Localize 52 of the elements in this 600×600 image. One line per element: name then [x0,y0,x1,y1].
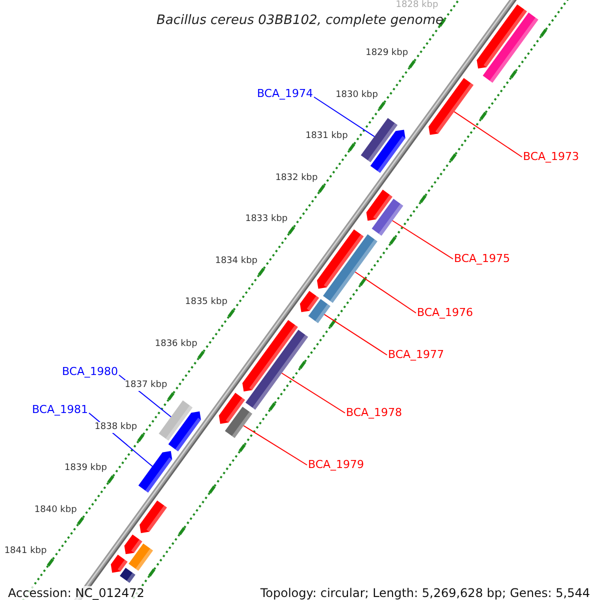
gene-block [476,4,527,69]
gene-block [308,299,330,324]
leader-line [281,372,346,414]
gene-block [124,534,142,554]
scale-label: 1830 kbp [336,90,378,100]
scale-label: 1837 kbp [124,380,168,392]
scale-label: 1835 kbp [185,297,228,308]
gene-label: BCA_1973 [523,150,580,164]
gene-block [218,392,246,424]
gene-label: BCA_1976 [417,306,474,320]
gene-block [300,290,320,312]
gene-block [140,500,167,534]
leader-line [243,425,308,466]
gene-block [138,451,172,493]
gene-block [242,320,298,392]
gene-block [428,78,474,135]
footer-note: Accession: NC_012472 [8,586,144,600]
leader-line [392,220,454,260]
gene-block [370,130,406,173]
gene-label: BCA_1977 [388,348,444,362]
gene-label: BCA_1978 [346,406,402,420]
gene-block [168,411,201,452]
scale-label: 1828 kbp [396,0,438,11]
scale-label: 1834 kbp [215,256,258,267]
gene-block [158,400,193,441]
scale-label: 1836 kbp [154,338,198,350]
leader-line [324,314,388,356]
scale-label: 1831 kbp [305,131,348,142]
gene-label: BCA_1979 [308,458,364,472]
gene-label: BCA_1981 [32,403,88,416]
leader-line [354,272,416,314]
gene-block [128,543,153,571]
scale-label: 1839 kbp [64,463,107,474]
scale-label: 1833 kbp [245,214,288,226]
gene-block [366,190,392,221]
gene-block [316,229,364,289]
gene-label: BCA_1974 [256,87,313,100]
footer-note: Topology: circular; Length: 5,269,628 bp; Genes: 5,544 [260,586,590,600]
gene-label: BCA_1975 [454,252,510,266]
gene-block [110,554,128,573]
gene-block [372,198,404,236]
scale-label: 1840 kbp [34,504,77,516]
scale-label: 1832 kbp [275,172,318,184]
title: Bacillus cereus 03BB102, complete genome [156,13,444,29]
gene-block [120,568,136,583]
gene-label: BCA_1980 [62,365,118,378]
scale-label: 1838 kbp [94,422,138,433]
leader-line [454,111,522,158]
leader-line [314,96,375,138]
scale-label: 1829 kbp [366,48,408,59]
scale-label: 1841 kbp [4,546,47,558]
gene-block [224,406,252,438]
